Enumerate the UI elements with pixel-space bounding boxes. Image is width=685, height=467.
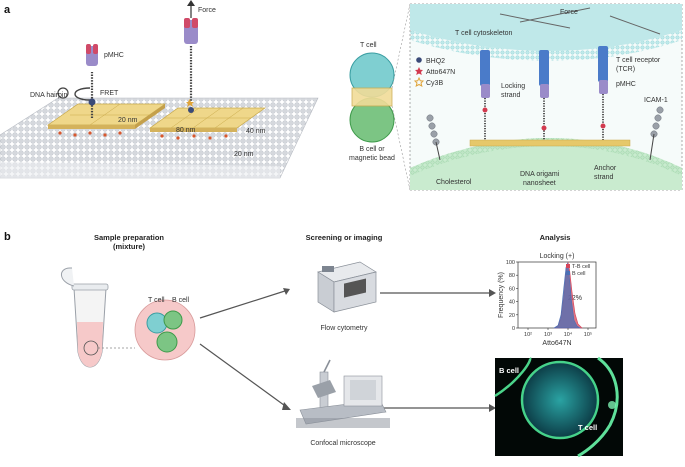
anchor-strand-label-1: Anchor [594, 165, 617, 172]
dna-origami-sheet [46, 103, 267, 140]
confocal-image [494, 356, 623, 458]
dim-label-40nm: 40 nm [246, 128, 266, 135]
legend-atto647n-label: Atto647N [426, 69, 455, 76]
y-tick-label-5: 100 [506, 260, 515, 266]
icam1-label: ICAM-1 [644, 97, 668, 104]
cell-pair-schematic [349, 3, 411, 191]
analysis-title: Analysis [540, 233, 571, 242]
confocal-microscope-icon [296, 359, 390, 428]
anchor-strand-label-2: strand [594, 174, 614, 181]
mixture-b-cell-label: B cell [172, 297, 190, 304]
y-tick-label-2: 40 [509, 300, 515, 306]
dna-hairpin-probe-open [184, 0, 198, 113]
sample-tube-icon [61, 267, 135, 368]
tcr-label-2: (TCR) [616, 66, 635, 73]
t-cell-label: T cell [360, 42, 377, 49]
y-tick-label-1: 20 [509, 313, 515, 319]
x-tick-label-0: 10² [524, 332, 532, 338]
micro-t-cell-label: T cell [578, 423, 597, 432]
locking-strand-label-1: Locking [501, 83, 525, 90]
sample-title-1: Sample preparation [94, 233, 164, 242]
y-tick-label-0: 0 [512, 326, 515, 332]
chart-x-label: Atto647N [542, 340, 571, 347]
legend-label-0: T-B cell [572, 264, 590, 270]
cell-mixture-icon [134, 299, 196, 361]
screening-title: Screening or imaging [306, 233, 383, 242]
histogram-series-1 [552, 262, 581, 329]
cy3b-star-icon [186, 99, 194, 107]
mixture-t-cell-label: T cell [148, 297, 165, 304]
x-tick-label-1: 10³ [544, 332, 552, 338]
legend-label-1: B cell [572, 271, 585, 277]
dna-hairpin-label: DNA hairpin [30, 92, 67, 99]
zoom-interface-panel [409, 3, 683, 191]
legend-bhq2-icon [416, 57, 422, 63]
dim-label-80nm: 80 nm [176, 127, 196, 134]
legend-swatch-0 [566, 264, 570, 268]
zoom-pmhc-label: pMHC [616, 81, 636, 88]
chart-plot-frame [517, 261, 597, 329]
sample-title-2: (mixture) [113, 242, 146, 251]
dim-label-20nm-b: 20 nm [234, 151, 254, 158]
legend-atto647n-icon [415, 67, 423, 75]
flow-cytometry-label: Flow cytometry [320, 325, 368, 332]
chart-y-label: Frequency (%) [498, 272, 505, 318]
legend-bhq2-label: BHQ2 [426, 58, 445, 65]
cholesterol-label: Cholesterol [436, 179, 472, 186]
fret-label: FRET [100, 90, 119, 97]
chart-title: Locking (+) [540, 253, 575, 260]
flow-histogram-chart: Locking (+) Atto647N Frequency (%) 22% 0… [498, 253, 597, 347]
y-tick-label-4: 80 [509, 273, 515, 279]
b-cell-or-bead-label-2: magnetic bead [349, 155, 395, 162]
dna-origami-label-1: DNA origami [520, 171, 560, 178]
bhq2-quencher-icon [88, 98, 96, 106]
x-tick-label-2: 10⁴ [564, 331, 573, 338]
b-cell-or-bead-label-1: B cell or [359, 146, 385, 153]
force-label: Force [198, 7, 216, 14]
locking-strand-label-2: strand [501, 92, 521, 99]
dna-origami-label-2: nanosheet [523, 180, 556, 187]
legend-cy3b-label: Cy3B [426, 80, 443, 87]
micro-b-cell-label: B cell [499, 366, 519, 375]
zoom-force-label: Force [560, 9, 578, 16]
tcr-label-1: T cell receptor [616, 57, 661, 64]
dim-label-20nm-a: 20 nm [118, 117, 138, 124]
flow-cytometer-icon [317, 261, 377, 313]
workflow-arrows [199, 288, 496, 412]
x-tick-label-3: 10⁵ [584, 331, 592, 338]
panel-b-letter: b [4, 231, 11, 243]
t-cell-cytoskeleton-label: T cell cytoskeleton [455, 30, 513, 37]
dna-hairpin-probe-closed [57, 44, 98, 118]
legend-cy3b-icon [413, 76, 425, 87]
y-tick-label-3: 60 [509, 286, 515, 292]
pmhc-label: pMHC [104, 52, 124, 59]
legend-swatch-1 [566, 271, 570, 275]
confocal-label: Confocal microscope [310, 440, 375, 447]
panel-a-letter: a [4, 4, 11, 16]
chart-annotation: 22% [568, 295, 582, 302]
